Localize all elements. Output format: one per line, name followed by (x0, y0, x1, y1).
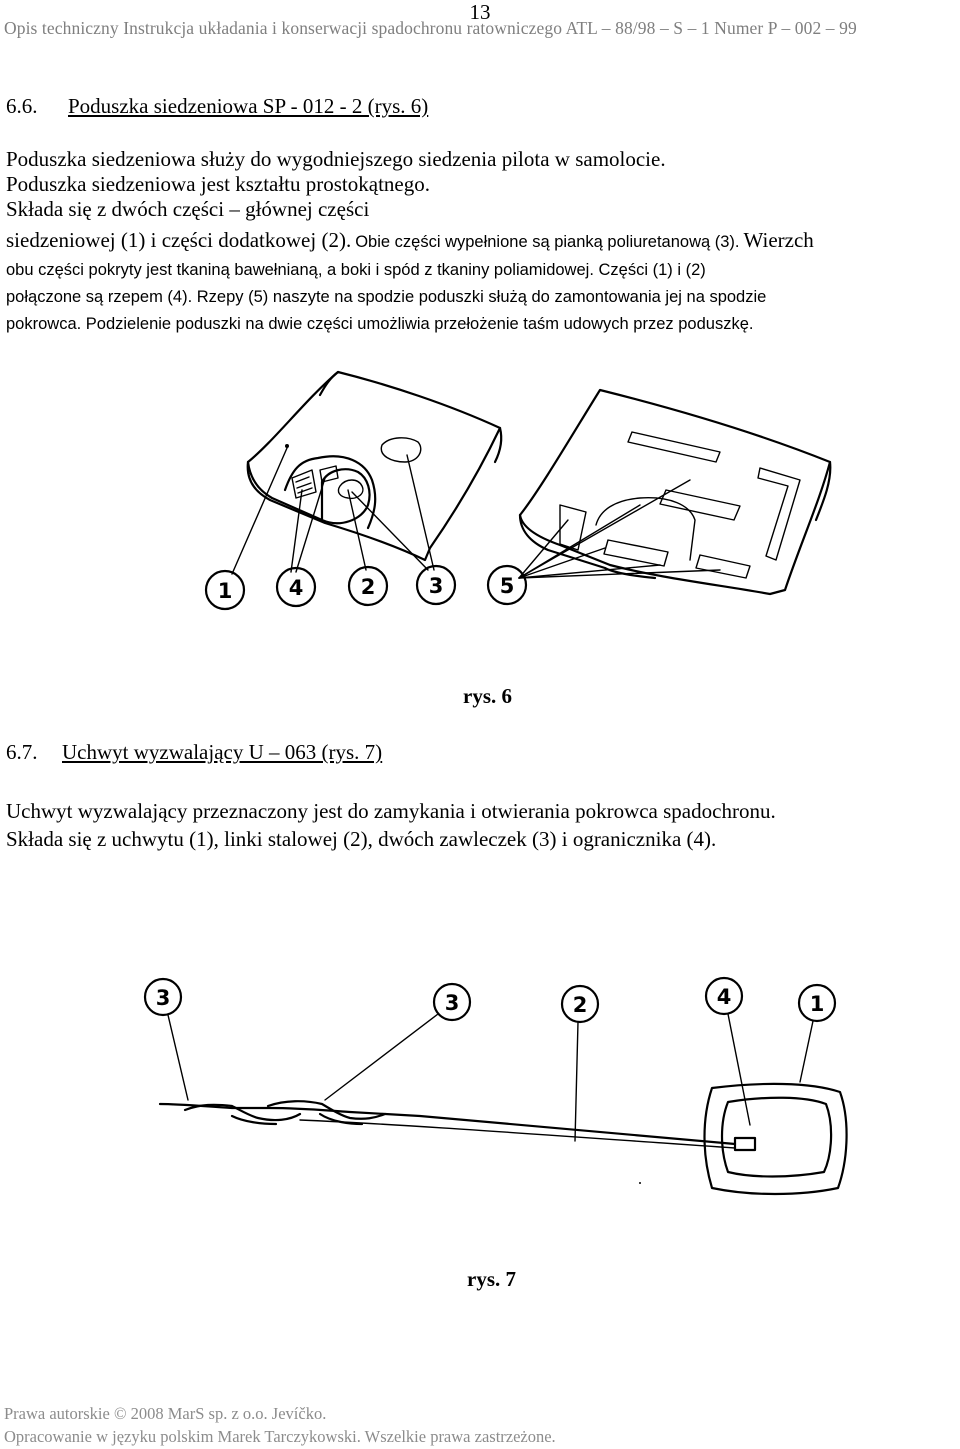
cushion-bottom-edge (518, 513, 657, 580)
velcro-strip (603, 539, 669, 567)
cushion-notch (283, 455, 377, 530)
velcro-strip (659, 489, 741, 521)
figure-6-caption: rys. 6 (463, 684, 512, 708)
leader-line (351, 491, 429, 571)
dot-marker (639, 1182, 641, 1184)
velcro-strip (627, 431, 721, 463)
label-circle (432, 982, 472, 1022)
handle-inner (720, 1096, 833, 1178)
figure-label: 2 (361, 575, 376, 599)
label-circle (704, 976, 744, 1016)
leader-line (231, 447, 288, 575)
foam-blob (337, 479, 364, 500)
leader-line (518, 519, 569, 579)
paragraph-line: Poduszka siedzeniowa służy do wygodniejs… (6, 147, 666, 171)
paragraph-line: siedzeniowej (1) i części dodatkowej (2)… (6, 226, 956, 257)
cushion-bottom-side (814, 460, 832, 522)
figure-label: 3 (429, 574, 444, 598)
cushion-side-face (493, 426, 503, 464)
leader-line (290, 489, 303, 573)
paragraph-line: Składa się z dwóch części – głównej częś… (6, 195, 956, 226)
leader-line (518, 479, 691, 579)
figure-label: 1 (810, 992, 825, 1016)
section-6-7-heading: 6.7. Uchwyt wyzwalający U – 063 (rys. 7) (6, 740, 382, 765)
label-circle (486, 564, 528, 606)
paragraph-line: Poduszka siedzeniowa jest kształtu prost… (6, 172, 430, 196)
label-circle (560, 984, 600, 1024)
paragraph-line: pokrowca. Podzielenie poduszki na dwie c… (6, 315, 754, 333)
section-6-7-paragraph: Uchwyt wyzwalający przeznaczony jest do … (6, 797, 956, 853)
section-6-6-paragraph: Poduszka siedzeniowa służy do wygodniejs… (6, 146, 956, 338)
paragraph-line: połączone są rzepem (4). Rzepy (5) naszy… (6, 288, 767, 306)
cushion-top-outline (246, 370, 502, 562)
leader-line (727, 1013, 751, 1126)
locking-pin (266, 1100, 387, 1120)
paragraph-line: Składa się z uchwytu (1), linki stalowej… (6, 827, 717, 851)
cushion-top-edge (318, 370, 340, 397)
paragraph-line: obu części pokryty jest tkaniną bawełnia… (6, 261, 706, 279)
velcro-patch (291, 469, 317, 499)
limiter-stop (733, 1136, 757, 1152)
locking-pin (318, 1112, 364, 1126)
locking-pin (183, 1103, 302, 1122)
cushion-front-face (246, 460, 324, 522)
section-number: 6.7. (6, 740, 38, 764)
label-circle (797, 983, 837, 1023)
leader-line (574, 1021, 579, 1142)
paragraph-fragment: Obie części wypełnione są pianką poliure… (355, 233, 740, 251)
leader-line (295, 477, 326, 573)
label-circle (143, 977, 183, 1017)
figure-label: 3 (445, 991, 460, 1015)
paragraph-line: Uchwyt wyzwalający przeznaczony jest do … (6, 799, 776, 823)
figure-label: 4 (717, 985, 732, 1009)
leader-line (167, 1014, 189, 1101)
footer-copyright: Prawa autorskie © 2008 MarS sp. z o.o. J… (4, 1404, 327, 1423)
leader-line (518, 564, 661, 579)
paragraph-fragment: siedzeniowej (1) i części dodatkowej (2)… (6, 228, 352, 252)
section-number: 6.6. (6, 94, 38, 118)
leader-line (799, 1020, 814, 1083)
velcro-patch (319, 465, 339, 483)
figure-label: 1 (218, 579, 233, 603)
page-number: 13 (469, 0, 491, 24)
cushion-part2-outline (320, 468, 371, 525)
cushion-bottom-outline (518, 388, 832, 596)
leader-line (518, 547, 606, 579)
section-title: Uchwyt wyzwalający U – 063 (rys. 7) (62, 740, 383, 764)
paragraph-fragment: Składa się z dwóch części – głównej częś… (6, 197, 370, 221)
leader-line (324, 1013, 439, 1101)
dot-marker (285, 444, 289, 448)
paragraph-fragment: Wierzch (743, 228, 814, 252)
leader-line (347, 489, 367, 571)
figure-label: 5 (500, 574, 515, 598)
leader-line (406, 454, 435, 571)
velcro-strip (559, 504, 587, 551)
foam-blob (380, 437, 422, 463)
label-circle (275, 566, 317, 608)
section-6-6-heading: 6.6. Poduszka siedzeniowa SP - 012 - 2 (r… (6, 94, 428, 119)
handle-outline (703, 1082, 848, 1196)
footer-translation: Opracowanie w języku polskim Marek Tarcz… (4, 1427, 556, 1446)
locking-pin (230, 1114, 278, 1126)
running-header: Opis techniczny Instrukcja układania i k… (4, 18, 857, 38)
figure-label: 2 (573, 993, 588, 1017)
figure-label: 3 (156, 986, 171, 1010)
cushion-notch (595, 497, 696, 561)
figure-7-caption: rys. 7 (467, 1267, 516, 1291)
velcro-strip (695, 554, 751, 579)
velcro-strip (757, 467, 801, 561)
label-circle (347, 565, 389, 607)
label-circle (415, 564, 457, 606)
leader-line (518, 569, 721, 579)
figure-label: 4 (289, 576, 304, 600)
steel-cable (158, 1102, 737, 1146)
label-circle (204, 569, 246, 611)
section-title: Poduszka siedzeniowa SP - 012 - 2 (rys. … (68, 94, 429, 118)
